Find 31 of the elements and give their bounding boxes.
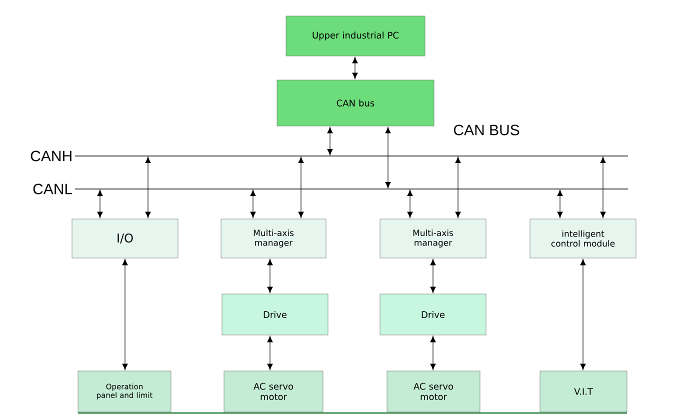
block-box: Multi-axis manager <box>220 218 326 258</box>
block-box: Upper industrial PC <box>286 16 426 56</box>
arrow <box>145 156 151 218</box>
bus-title: CAN BUS <box>454 124 520 136</box>
arrow <box>122 259 128 370</box>
arrow <box>407 190 413 218</box>
arrow <box>580 259 586 370</box>
arrow <box>600 156 606 218</box>
block-box: intelligent control module <box>530 218 636 258</box>
arrow <box>352 57 358 79</box>
block-box: Drive <box>380 294 486 336</box>
arrow <box>557 190 563 218</box>
arrow <box>267 336 273 370</box>
block-box: V.I.T <box>540 370 628 412</box>
arrow <box>267 259 273 293</box>
arrow <box>430 336 436 370</box>
block-box: AC servo motor <box>386 370 480 412</box>
block-box: CAN bus <box>276 80 434 126</box>
block-box: Drive <box>222 294 328 336</box>
bus-line: CANH <box>30 150 628 162</box>
bus-line: CANL <box>33 184 628 194</box>
arrow <box>97 190 103 218</box>
arrow <box>327 127 333 156</box>
arrow <box>250 190 256 218</box>
arrow <box>455 156 461 218</box>
block-box: I/O <box>72 218 178 258</box>
block-box: Multi-axis manager <box>380 218 486 258</box>
arrow <box>298 156 304 218</box>
block-box: AC servo motor <box>224 370 324 412</box>
arrow <box>385 127 391 188</box>
arrow <box>430 259 436 293</box>
